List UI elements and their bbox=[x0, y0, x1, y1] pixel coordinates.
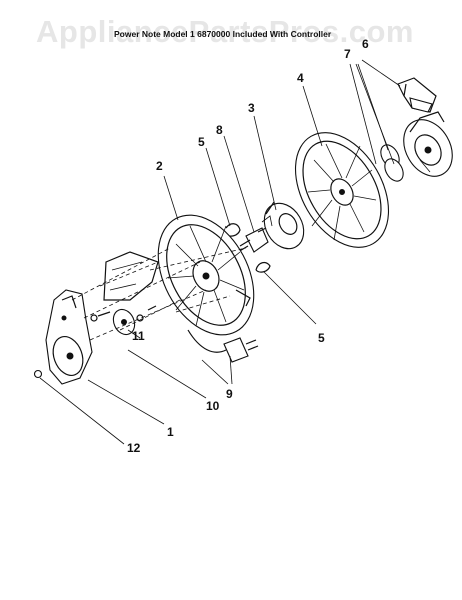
callout-5-upper: 5 bbox=[198, 135, 205, 149]
watermark-text: AppliancePartsPros.com bbox=[36, 14, 414, 49]
part-10-frame bbox=[103, 251, 159, 301]
callout-8: 8 bbox=[216, 123, 223, 137]
callout-6: 6 bbox=[362, 37, 369, 51]
part-4-reel-disk bbox=[294, 132, 390, 248]
part-1-end-cover bbox=[45, 289, 93, 385]
callout-9: 9 bbox=[226, 387, 233, 401]
part-2-main-reel bbox=[157, 214, 255, 336]
leader-lines bbox=[39, 59, 401, 445]
callout-3: 3 bbox=[248, 101, 255, 115]
part-6-bracket bbox=[397, 77, 437, 113]
callout-11: 11 bbox=[132, 329, 145, 343]
part-7-side-plate bbox=[403, 111, 453, 177]
alignment-lines bbox=[71, 247, 247, 341]
part-3-hub bbox=[263, 201, 305, 250]
callout-7: 7 bbox=[344, 47, 351, 61]
callout-1: 1 bbox=[167, 425, 174, 439]
part-7-clips bbox=[380, 144, 404, 182]
part-5-clip-lower bbox=[255, 261, 271, 273]
callout-2: 2 bbox=[156, 159, 163, 173]
callout-12: 12 bbox=[127, 441, 141, 455]
callout-4: 4 bbox=[297, 71, 304, 85]
diagram-header-note: Power Note Model 1 6870000 Included With… bbox=[114, 29, 332, 39]
callout-10: 10 bbox=[206, 399, 220, 413]
part-12-screw bbox=[33, 369, 43, 379]
part-8-spring-assembly bbox=[237, 215, 273, 253]
callout-5-lower: 5 bbox=[318, 331, 325, 345]
part-11-wheel bbox=[90, 305, 157, 336]
